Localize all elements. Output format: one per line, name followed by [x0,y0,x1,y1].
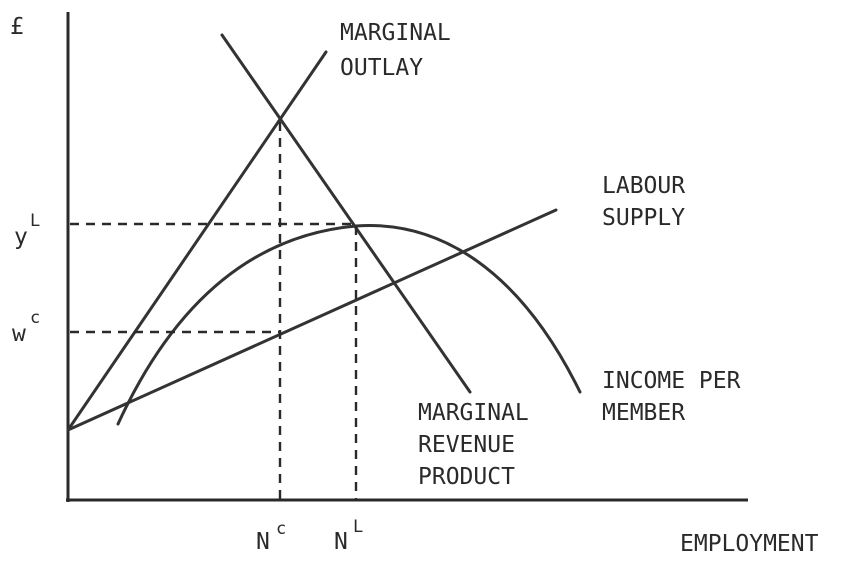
marginal-outlay-label-line2: OUTLAY [340,55,423,81]
mrp-label-line2: REVENUE [418,432,515,458]
y-axis-label: £ [10,14,24,40]
mrp-label-line1: MARGINAL [418,400,529,426]
labour-supply-line [66,208,558,432]
wC-tick-label: w c [12,308,40,347]
wC-superscript: c [30,308,40,328]
marginal-outlay-line [66,50,328,432]
nL-superscript: L [353,517,363,537]
income-per-member-label-line1: INCOME PER [602,368,741,394]
nL-base: N [334,529,348,555]
mrp-label-line3: PRODUCT [418,464,515,490]
yL-tick-label: y L [14,211,40,250]
labour-supply-label-line1: LABOUR [602,173,685,199]
wC-base: w [12,321,26,347]
marginal-revenue-product-line [220,33,472,394]
nL-tick-label: N L [334,517,363,555]
x-axis-label: EMPLOYMENT [680,531,819,557]
marginal-outlay-label-line1: MARGINAL [340,20,451,46]
nC-superscript: c [276,519,286,539]
yL-base: y [14,224,28,250]
yL-superscript: L [30,211,40,231]
nC-tick-label: N c [256,519,286,555]
income-per-member-label-line2: MEMBER [602,400,685,426]
labour-supply-label-line2: SUPPLY [602,205,685,231]
nC-base: N [256,529,270,555]
